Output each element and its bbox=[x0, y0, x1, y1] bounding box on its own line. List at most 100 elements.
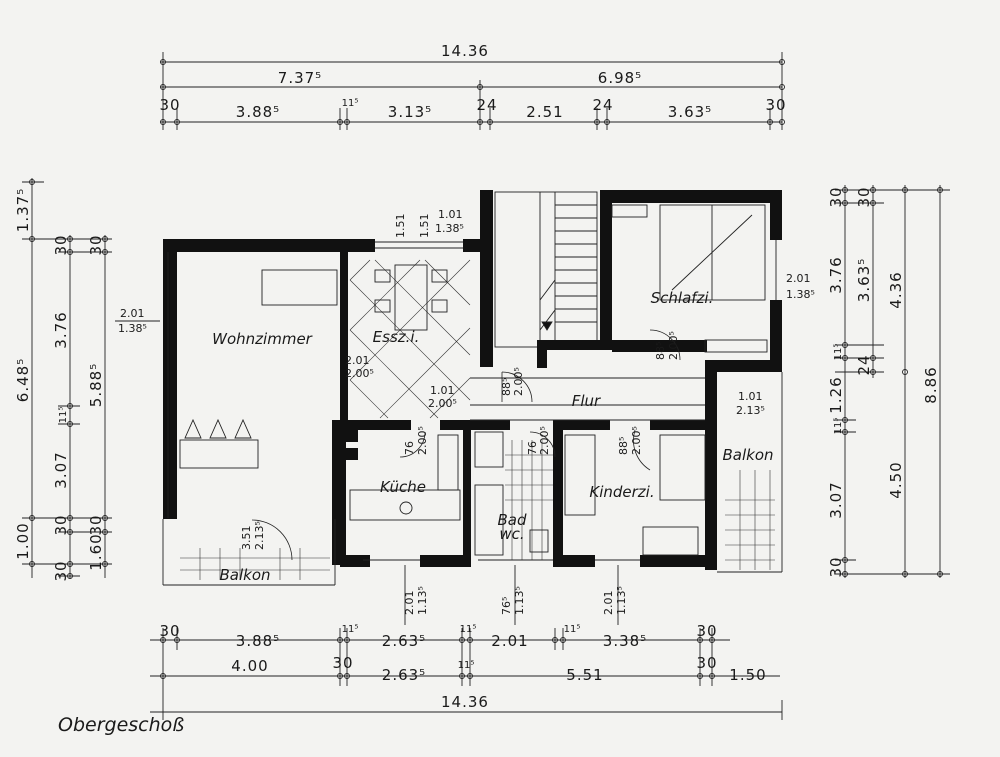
room-label-flur: Flur bbox=[572, 392, 601, 410]
kueche-door-w: 76 bbox=[403, 441, 416, 455]
right-b3-dim: 24 bbox=[855, 354, 873, 375]
bottom-r1-seg5-dim: 11⁵ bbox=[460, 624, 477, 635]
wohn-ess-w: 2.01 bbox=[345, 354, 370, 367]
left-c1e-dim: 30 bbox=[52, 514, 70, 535]
room-label-schlafzimmer: Schlafzi. bbox=[651, 289, 714, 307]
top-left-part-dim: 7.37⁵ bbox=[278, 69, 322, 87]
room-label-balkon-right: Balkon bbox=[722, 446, 773, 464]
room-label-bad: Bad bbox=[497, 511, 526, 529]
kinder-window-w: 2.01 bbox=[602, 591, 615, 616]
top-seg2-dim: 3.88⁵ bbox=[236, 103, 280, 121]
schlaf-window-w: 2.01 bbox=[786, 272, 811, 285]
left-outer-bottom-dim: 1.00 bbox=[14, 522, 32, 559]
right-a7-dim: 30 bbox=[827, 556, 845, 577]
top-seg6-dim: 2.51 bbox=[526, 103, 563, 121]
right-a5-dim: 11⁵ bbox=[833, 418, 844, 435]
right-a1-dim: 30 bbox=[827, 186, 845, 207]
right-b1-dim: 30 bbox=[855, 186, 873, 207]
bottom-r1-seg1-dim: 30 bbox=[159, 622, 180, 640]
right-a2-dim: 3.76 bbox=[827, 256, 845, 293]
ess-door-top: 1.51 bbox=[394, 214, 407, 239]
door-swings bbox=[251, 329, 681, 561]
room-label-kueche: Küche bbox=[380, 478, 426, 496]
bottom-r1-seg8-dim: 3.38⁵ bbox=[603, 632, 647, 650]
top-dimensions: 14.36 7.37⁵ 6.98⁵ 30 3.88⁵ 11⁵ 3.13⁵ 24 … bbox=[159, 42, 786, 130]
bottom-r1-seg9-dim: 30 bbox=[696, 622, 717, 640]
bottom-r1-seg2-dim: 3.88⁵ bbox=[236, 632, 280, 650]
top-seg7-dim: 24 bbox=[592, 96, 613, 114]
left-c1b-dim: 3.76 bbox=[52, 311, 70, 348]
floor-title: Obergeschoß bbox=[58, 714, 184, 736]
wohn-ess-h: 2.00⁵ bbox=[345, 367, 374, 380]
left-c1d-dim: 3.07 bbox=[52, 451, 70, 488]
bottom-r2-seg2-dim: 30 bbox=[332, 654, 353, 672]
right-d1-dim: 8.86 bbox=[922, 366, 940, 403]
ess-flur-w: 1.01 bbox=[430, 384, 455, 397]
bottom-r1-seg4-dim: 2.63⁵ bbox=[382, 632, 426, 650]
top-seg8-dim: 3.63⁵ bbox=[668, 103, 712, 121]
schlaf-door-h: 2.00⁵ bbox=[667, 331, 680, 360]
bottom-total-dim: 14.36 bbox=[441, 693, 489, 711]
left-outer-main-dim: 6.48⁵ bbox=[14, 358, 32, 402]
right-c1-dim: 4.36 bbox=[887, 271, 905, 308]
kinder-window-h: 1.13⁵ bbox=[615, 586, 628, 615]
bad-door-h: 2.00⁵ bbox=[538, 426, 551, 455]
furniture bbox=[179, 204, 768, 556]
walls bbox=[163, 190, 782, 570]
staircase bbox=[494, 191, 598, 348]
esszimmer-tiles bbox=[349, 259, 471, 419]
balkon-right-tiles bbox=[725, 470, 775, 570]
bad-window-h: 1.13⁵ bbox=[513, 586, 526, 615]
left-c2a-dim: 30 bbox=[87, 234, 105, 255]
left-c1a-dim: 30 bbox=[52, 234, 70, 255]
bottom-dimensions: 30 3.88⁵ 11⁵ 2.63⁵ 11⁵ 2.01 11⁵ 3.38⁵ 30… bbox=[150, 622, 783, 720]
bottom-r2-seg1-dim: 4.00 bbox=[231, 657, 268, 675]
ess-door-top2: 1.51 bbox=[418, 214, 431, 239]
left-c2b-dim: 5.88⁵ bbox=[87, 363, 105, 407]
openings bbox=[162, 240, 783, 586]
top-seg3-dim: 11⁵ bbox=[342, 98, 359, 109]
schlaf-window-h: 1.38⁵ bbox=[786, 288, 815, 301]
ess-window-h: 1.38⁵ bbox=[435, 222, 464, 235]
left-outer-top-dim: 1.37⁵ bbox=[14, 188, 32, 232]
bal-door-w: 1.01 bbox=[738, 390, 763, 403]
top-seg1-dim: 30 bbox=[159, 96, 180, 114]
right-dimensions: 30 3.76 11⁵ 1.26 11⁵ 3.07 30 30 3.63⁵ 24… bbox=[827, 185, 950, 578]
top-seg9-dim: 30 bbox=[765, 96, 786, 114]
balkon-left-tiles bbox=[180, 548, 330, 580]
bottom-r2-seg3-dim: 2.63⁵ bbox=[382, 666, 426, 684]
room-label-wohnzimmer: Wohnzimmer bbox=[212, 330, 313, 348]
kueche-window-h: 1.13⁵ bbox=[416, 586, 429, 615]
bottom-r2-seg6-dim: 30 bbox=[696, 654, 717, 672]
left-c2c-dim: 30 bbox=[87, 514, 105, 535]
schlaf-door-w: 88⁵ bbox=[654, 342, 667, 360]
wohn-window-w: 2.01 bbox=[120, 307, 145, 320]
room-label-wc: wc. bbox=[499, 525, 524, 543]
stair-door-h: 2.00⁵ bbox=[512, 367, 525, 396]
ess-flur-h: 2.00⁵ bbox=[428, 397, 457, 410]
kueche-window-w: 2.01 bbox=[403, 591, 416, 616]
bottom-r1-seg6-dim: 2.01 bbox=[491, 632, 528, 650]
right-a3-dim: 11⁵ bbox=[833, 344, 844, 361]
bottom-r1-seg3-dim: 11⁵ bbox=[342, 624, 359, 635]
left-c1f-dim: 30 bbox=[52, 560, 70, 581]
room-label-esszimmer: Essz.i. bbox=[373, 328, 420, 346]
right-c2-dim: 4.50 bbox=[887, 461, 905, 498]
bal-door-h: 2.13⁵ bbox=[736, 404, 765, 417]
kinder-door-w: 88⁵ bbox=[617, 437, 630, 455]
bottom-r1-seg7-dim: 11⁵ bbox=[564, 624, 581, 635]
wohn-window-h: 1.38⁵ bbox=[118, 322, 147, 335]
opening-dimensions: 2.01 1.38⁵ 1.01 1.38⁵ 1.51 1.51 2.01 2.0… bbox=[115, 208, 815, 625]
bad-door-w: 76 bbox=[526, 441, 539, 455]
balkon-door-w: 3.51 bbox=[240, 526, 253, 551]
left-c1c-dim: 11⁵ bbox=[58, 407, 69, 424]
right-a6-dim: 3.07 bbox=[827, 481, 845, 518]
kinder-door-h: 2.00⁵ bbox=[630, 426, 643, 455]
right-b2-dim: 3.63⁵ bbox=[855, 258, 873, 302]
top-total-dim: 14.36 bbox=[441, 42, 489, 60]
top-seg5-dim: 24 bbox=[476, 96, 497, 114]
left-dimensions: 1.37⁵ 6.48⁵ 1.00 30 3.76 11⁵ 3.07 30 30 … bbox=[14, 178, 112, 582]
left-c2d-dim: 1.60 bbox=[87, 533, 105, 570]
bad-tiles bbox=[505, 440, 553, 560]
